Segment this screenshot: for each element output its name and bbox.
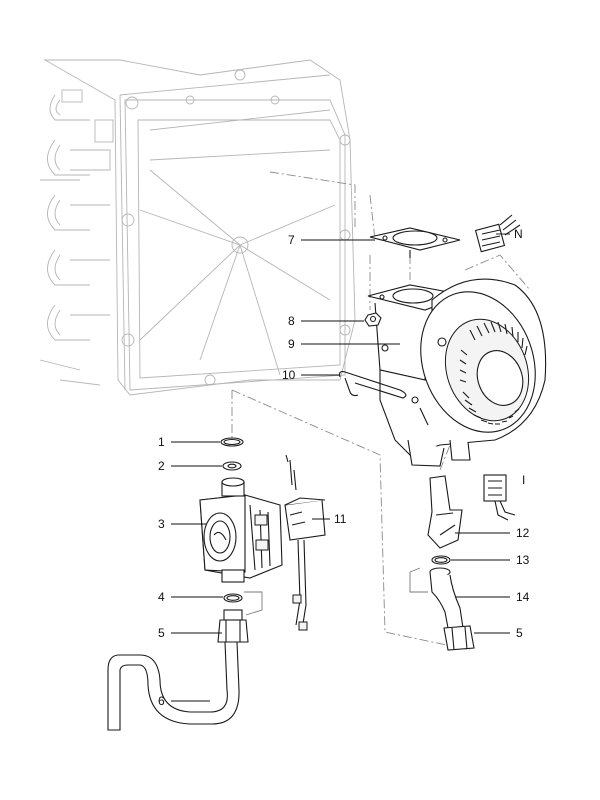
callout-leaders	[171, 233, 510, 702]
heat-exchanger-frame	[39, 59, 356, 396]
part-13-o-ring	[409, 555, 451, 593]
callout-i: I	[522, 473, 525, 487]
part-5-union-nut-right	[443, 625, 475, 651]
part-5-union-nut-left	[217, 609, 249, 643]
callout-12: 12	[516, 526, 530, 540]
part-14-return-pipe	[429, 567, 464, 629]
callout-8: 8	[288, 314, 295, 328]
callout-n: N	[514, 227, 523, 241]
part-4-o-ring	[223, 591, 263, 616]
assembly-centerlines	[231, 171, 531, 651]
connector-i	[483, 474, 516, 521]
callout-7: 7	[288, 233, 295, 247]
part-8-nut	[364, 312, 382, 327]
fan-vent-slots	[459, 321, 528, 425]
callout-13: 13	[516, 553, 530, 567]
connector-n	[474, 214, 521, 253]
part-7-gasket	[369, 227, 461, 258]
callout-14: 14	[516, 590, 530, 604]
callout-9: 9	[288, 337, 295, 351]
part-12-air-intake	[427, 475, 463, 549]
callout-2: 2	[158, 459, 165, 473]
callout-4: 4	[158, 590, 165, 604]
callout-10: 10	[282, 368, 296, 382]
callout-labels: 7 N 8 9 10 I 1 2 3 11 12 13 4 14 5 5 6	[158, 227, 530, 708]
callout-1: 1	[158, 435, 165, 449]
part-1-o-ring	[220, 437, 244, 447]
callout-11: 11	[334, 512, 347, 526]
part-3-pump	[199, 477, 283, 583]
part-10-spring-clip	[339, 371, 407, 399]
part-11-flow-sensor	[284, 454, 326, 631]
part-6-hose	[107, 641, 240, 731]
callout-5-right: 5	[516, 626, 523, 640]
callout-3: 3	[158, 517, 165, 531]
part-2-washer	[222, 461, 242, 471]
callout-5-left: 5	[158, 626, 165, 640]
callout-6: 6	[158, 694, 165, 708]
part-9-fan-blower	[367, 278, 547, 467]
